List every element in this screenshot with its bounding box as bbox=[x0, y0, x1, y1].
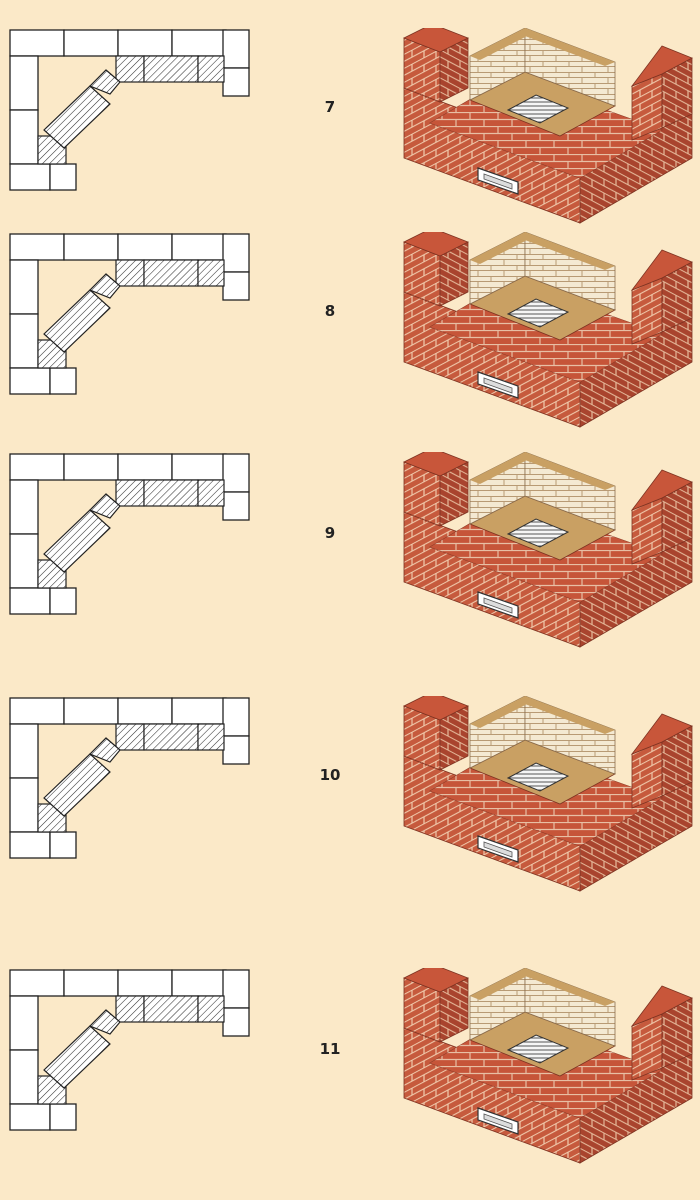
isometric-drawing bbox=[403, 696, 693, 892]
isometric-drawing bbox=[403, 968, 693, 1164]
plan-diagram bbox=[9, 233, 250, 395]
course-number: 7 bbox=[324, 98, 336, 116]
plan-diagram bbox=[9, 697, 250, 859]
course-number: 8 bbox=[324, 302, 336, 320]
isometric-drawing bbox=[403, 28, 693, 224]
course-number: 10 bbox=[319, 766, 341, 784]
plan-diagram bbox=[9, 969, 250, 1131]
plan-diagram bbox=[9, 453, 250, 615]
course-number: 11 bbox=[319, 1040, 341, 1058]
course-number: 9 bbox=[324, 524, 336, 542]
isometric-drawing bbox=[403, 452, 693, 648]
isometric-drawing bbox=[403, 232, 693, 428]
plan-diagram bbox=[9, 29, 250, 191]
